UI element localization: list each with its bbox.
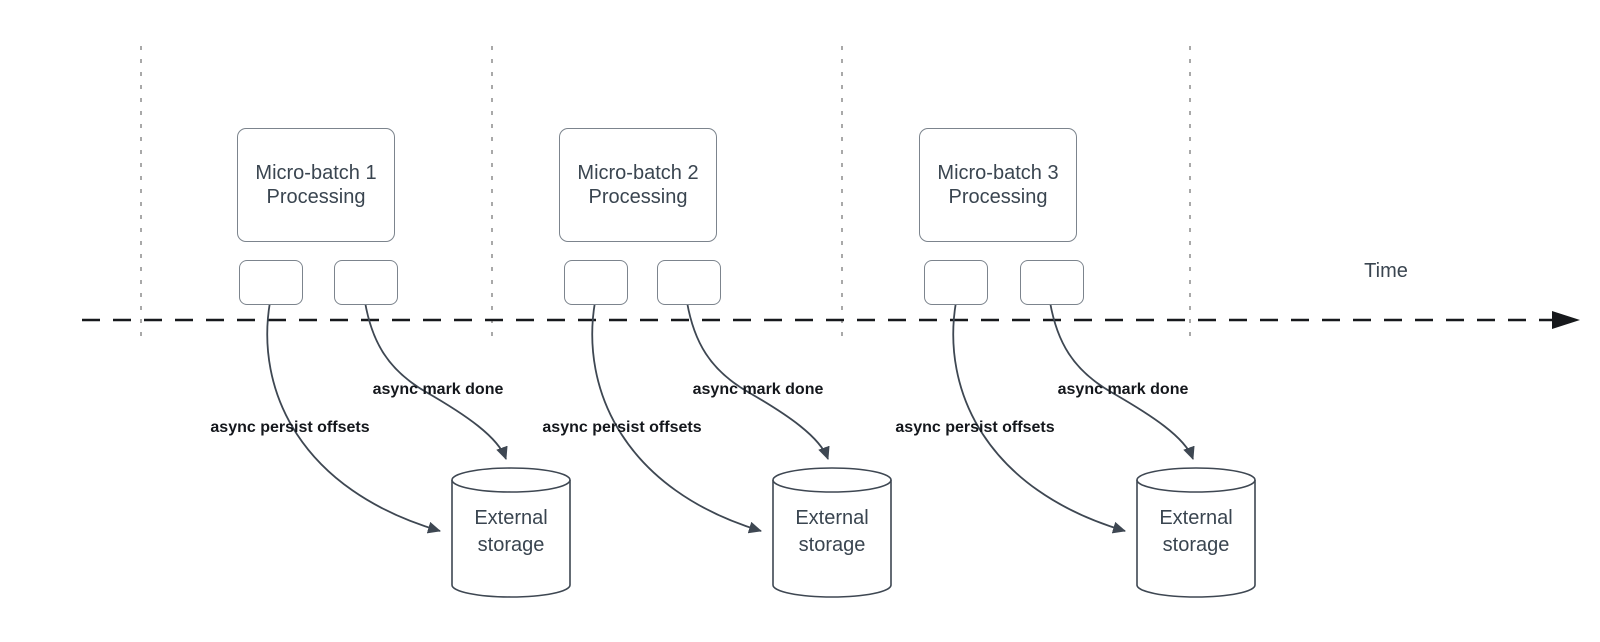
persist-offsets-arrow-3 xyxy=(952,301,1126,534)
micro-batch-1-box-label: Micro-batch 1 Processing xyxy=(255,162,377,208)
external-storage-label-1: External storage xyxy=(474,507,548,556)
mark-done-arrow-2 xyxy=(686,301,830,460)
persist-offsets-label-2: async persist offsets xyxy=(542,419,702,436)
mark-done-task-chip-2 xyxy=(657,260,721,305)
persist-task-chip-1 xyxy=(239,260,303,305)
persist-task-chip-3 xyxy=(924,260,988,305)
external-storage-cylinder-1 xyxy=(451,467,571,598)
external-storage-label-2: External storage xyxy=(795,507,869,556)
persist-offsets-arrow-1 xyxy=(266,301,441,534)
mark-done-label-3: async mark done xyxy=(1057,381,1189,398)
mark-done-arrow-1 xyxy=(364,301,508,460)
external-storage-cylinder-2 xyxy=(772,467,892,598)
mark-done-label-2: async mark done xyxy=(692,381,824,398)
timeline-arrowhead-icon xyxy=(1552,311,1580,329)
micro-batch-3-box: Micro-batch 3 Processing xyxy=(919,128,1077,242)
external-storage-cylinder-3 xyxy=(1136,467,1256,598)
mark-done-label-1: async mark done xyxy=(372,381,504,398)
micro-batch-2-box-label: Micro-batch 2 Processing xyxy=(577,162,699,208)
time-axis-label: Time xyxy=(1364,260,1408,282)
persist-task-chip-2 xyxy=(564,260,628,305)
mark-done-arrow-3 xyxy=(1049,301,1195,460)
persist-offsets-arrow-2 xyxy=(591,301,762,534)
persist-offsets-label-3: async persist offsets xyxy=(895,419,1055,436)
external-storage-label-3: External storage xyxy=(1159,507,1233,556)
mark-done-task-chip-1 xyxy=(334,260,398,305)
mark-done-task-chip-3 xyxy=(1020,260,1084,305)
micro-batch-3-box-label: Micro-batch 3 Processing xyxy=(937,162,1059,208)
micro-batch-2-box: Micro-batch 2 Processing xyxy=(559,128,717,242)
persist-offsets-label-1: async persist offsets xyxy=(210,419,370,436)
micro-batch-1-box: Micro-batch 1 Processing xyxy=(237,128,395,242)
